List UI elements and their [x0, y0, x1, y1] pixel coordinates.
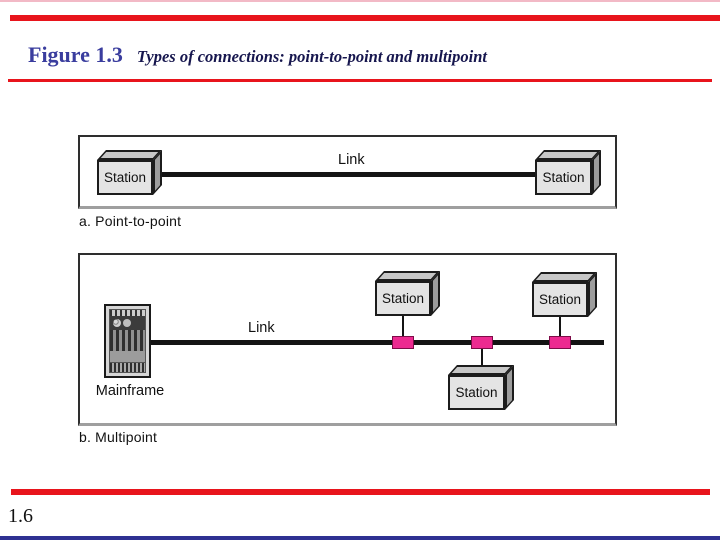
- cube-top-face: [97, 150, 163, 160]
- drop-line-2: [559, 317, 561, 341]
- cube-top-face: [375, 271, 441, 281]
- mainframe-ticks-strip: [110, 310, 145, 316]
- station-label-b1: Station: [375, 281, 431, 316]
- mainframe-label: Mainframe: [95, 383, 165, 399]
- station-node-b1: Station: [375, 271, 441, 316]
- station-label-a2: Station: [535, 160, 592, 195]
- cube-top-face: [448, 365, 515, 375]
- top-red-bar: [10, 15, 720, 21]
- title-underline-rule: [8, 79, 712, 82]
- tap-connector-3: [549, 336, 571, 349]
- figure-title: Types of connections: point-to-point and…: [136, 47, 487, 66]
- station-label-b3: Station: [448, 375, 505, 410]
- caption-point-to-point: a. Point-to-point: [79, 213, 182, 229]
- mainframe-graphic: [104, 304, 151, 378]
- multipoint-panel: [78, 253, 617, 426]
- cube-top-face: [535, 150, 602, 160]
- cube-top-face: [532, 272, 598, 282]
- mainframe-tape-reels: [110, 316, 145, 330]
- bottom-navy-bar: [0, 536, 720, 540]
- tap-connector-2: [471, 336, 493, 349]
- station-node-a2: Station: [535, 150, 602, 195]
- page-number: 1.6: [8, 505, 33, 527]
- station-label-b2: Station: [532, 282, 588, 317]
- link-label-a: Link: [338, 152, 365, 168]
- figure-number: Figure 1.3: [28, 42, 123, 67]
- mainframe-vent: [110, 362, 145, 372]
- station-node-b3: Station: [448, 365, 515, 410]
- mainframe-stripe-panel: [110, 330, 145, 351]
- link-line-a: [150, 172, 537, 177]
- station-node-a1: Station: [97, 150, 163, 195]
- link-label-b: Link: [248, 320, 275, 336]
- mainframe-panel: [109, 309, 146, 373]
- station-label-a1: Station: [97, 160, 153, 195]
- slide-title: Figure 1.3 Types of connections: point-t…: [28, 42, 487, 68]
- station-node-b2: Station: [532, 272, 598, 317]
- drop-line-1: [402, 316, 404, 341]
- link-line-b: [151, 340, 604, 345]
- tap-connector-1: [392, 336, 414, 349]
- bottom-red-bar: [11, 489, 710, 495]
- caption-multipoint: b. Multipoint: [79, 429, 158, 445]
- top-accent-line: [0, 0, 720, 2]
- drop-line-3: [481, 348, 483, 369]
- mainframe-blank-panel: [110, 351, 145, 362]
